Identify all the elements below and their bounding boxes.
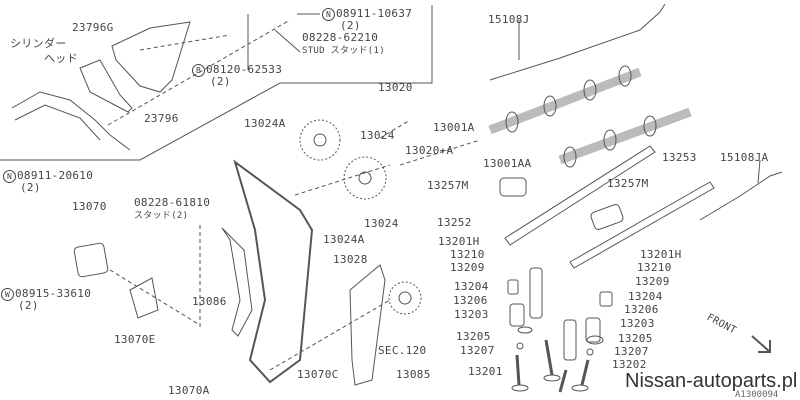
rocker-shaft-13253 [569, 181, 715, 269]
label-13001AA: 13001AA [483, 157, 532, 170]
part-number: 08911-10637 [336, 7, 413, 20]
bracket-23796G [79, 59, 133, 113]
watermark: Nissan-autoparts.pl [625, 370, 798, 392]
label-qty: (2) [210, 75, 231, 88]
label-cylinder-head-line1: シリンダー [10, 37, 67, 50]
label-13257M: 13257M [607, 177, 649, 190]
label-13257M: 13257M [427, 179, 469, 192]
diagram-code: A1300094 [735, 390, 779, 400]
rocker-shaft-13252 [504, 145, 656, 246]
sprocket-crank [388, 281, 422, 315]
cylinder-head [11, 91, 131, 151]
valves-right [558, 291, 613, 393]
label-qty: (2) [20, 181, 41, 194]
label-15108J: 15108J [488, 13, 530, 26]
label-13206: 13206 [624, 303, 659, 316]
rocker-13257M-right [590, 204, 624, 230]
tensioner-13070 [73, 242, 109, 278]
label-stud-desc: STUD スタッド(1) [302, 46, 385, 56]
label-13024: 13024 [364, 217, 399, 230]
leader-line [274, 29, 301, 53]
part-number: 08120-62533 [206, 63, 283, 76]
label-13085: 13085 [396, 368, 431, 381]
harness-15108JA [699, 171, 783, 221]
label-13028: 13028 [333, 253, 368, 266]
w-symbol-icon: W [1, 288, 14, 301]
label-13204: 13204 [628, 290, 663, 303]
label-15108JA: 15108JA [720, 151, 769, 164]
label-13024: 13024 [360, 129, 395, 142]
label-cylinder-head-line2: ヘッド [44, 52, 78, 65]
part-number: 08915-33610 [15, 287, 92, 300]
label-13086: 13086 [192, 295, 227, 308]
label-13203: 13203 [620, 317, 655, 330]
label-13209: 13209 [635, 275, 670, 288]
label-13210: 13210 [450, 248, 485, 261]
label-13210: 13210 [637, 261, 672, 274]
label-stud-desc: スタッド(2) [134, 211, 189, 221]
label-13209: 13209 [450, 261, 485, 274]
sprocket-upper-right [343, 156, 387, 200]
b-symbol-icon: B [192, 64, 205, 77]
camshaft-13001AA [558, 107, 692, 168]
label-13207: 13207 [460, 344, 495, 357]
label-13070E: 13070E [114, 333, 156, 346]
valves-left [507, 267, 561, 392]
leader-line [757, 159, 761, 184]
camshaft-13001A [488, 65, 642, 135]
label-sec-120: SEC.120 [378, 344, 427, 357]
part-number: 08911-20610 [17, 169, 94, 182]
label-13204: 13204 [454, 280, 489, 293]
label-13070C: 13070C [297, 368, 339, 381]
label-13205: 13205 [456, 330, 491, 343]
n-symbol-icon: N [322, 8, 335, 21]
label-13070: 13070 [72, 200, 107, 213]
chain-guide-13086 [221, 227, 253, 337]
label-23796G: 23796G [72, 21, 114, 34]
label-13024A: 13024A [323, 233, 365, 246]
label-qty: (2) [18, 299, 39, 312]
label-stud-08228-62210: 08228-62210 [302, 31, 379, 44]
label-qty: (2) [340, 19, 361, 32]
rocker-13257M-left [499, 177, 527, 197]
timing-chain-13028 [233, 159, 314, 384]
label-13206: 13206 [453, 294, 488, 307]
label-13020: 13020 [378, 81, 413, 94]
label-13253: 13253 [662, 151, 697, 164]
bracket-23796 [111, 21, 191, 93]
label-13252: 13252 [437, 216, 472, 229]
label-13201H: 13201H [640, 248, 682, 261]
label-13203: 13203 [454, 308, 489, 321]
label-13205: 13205 [618, 332, 653, 345]
n-symbol-icon: N [3, 170, 16, 183]
label-13020-plus-A: 13020+A [405, 144, 454, 157]
label-23796: 23796 [144, 112, 179, 125]
chain-guide-13085 [349, 264, 386, 386]
gasket-13070E [129, 277, 159, 319]
label-13024A: 13024A [244, 117, 286, 130]
harness-15108J [489, 3, 666, 81]
sprocket-upper-left [299, 119, 341, 161]
label-13201H: 13201H [438, 235, 480, 248]
label-13070A: 13070A [168, 384, 210, 397]
label-13207: 13207 [614, 345, 649, 358]
front-arrow-icon [751, 335, 771, 353]
dashed-leader [109, 119, 481, 371]
label-stud-08228-61810: 08228-61810 [134, 196, 211, 209]
label-13202: 13202 [612, 358, 647, 371]
label-13201: 13201 [468, 365, 503, 378]
inset-frame [0, 5, 433, 161]
label-13001A: 13001A [433, 121, 475, 134]
